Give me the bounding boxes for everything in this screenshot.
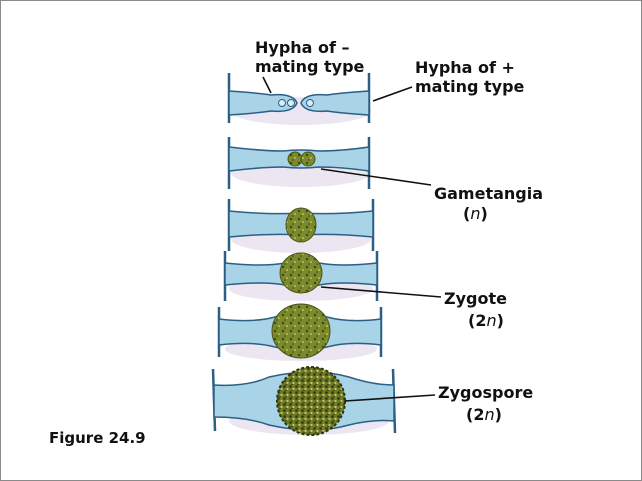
stage-4-zygote: [225, 251, 377, 301]
zygote-cell: [280, 253, 322, 293]
minus-hypha-pointer: [263, 77, 271, 93]
gametangium-right: [301, 152, 315, 166]
zygote-label: Zygote: [444, 289, 507, 308]
figure-caption: Figure 24.9: [49, 429, 146, 447]
stage-3-fusion: [229, 199, 373, 253]
zygote-ploidy: (2n): [468, 311, 504, 330]
gametangia-label: Gametangia: [434, 184, 543, 203]
minus-hypha-label-line1: Hypha of –: [255, 38, 350, 57]
zygospore-ploidy: (2n): [466, 405, 502, 424]
zygospore-cell: [277, 367, 345, 435]
plus-hypha-label-line1: Hypha of +: [415, 58, 515, 77]
stage-1-hyphae-approach: [229, 73, 371, 125]
stage-2-gametangia: [229, 137, 371, 189]
zygospore-label: Zygospore: [438, 383, 533, 402]
plus-hypha-label-line2: mating type: [415, 77, 525, 96]
stage-5-maturing-zygote: [219, 304, 381, 361]
plus-hypha-pointer: [373, 87, 412, 101]
minus-hypha-label-line2: mating type: [255, 57, 365, 76]
gametangium-left: [288, 152, 302, 166]
stage-6-zygospore: [213, 367, 395, 435]
gametangia-ploidy: (n): [463, 204, 488, 223]
